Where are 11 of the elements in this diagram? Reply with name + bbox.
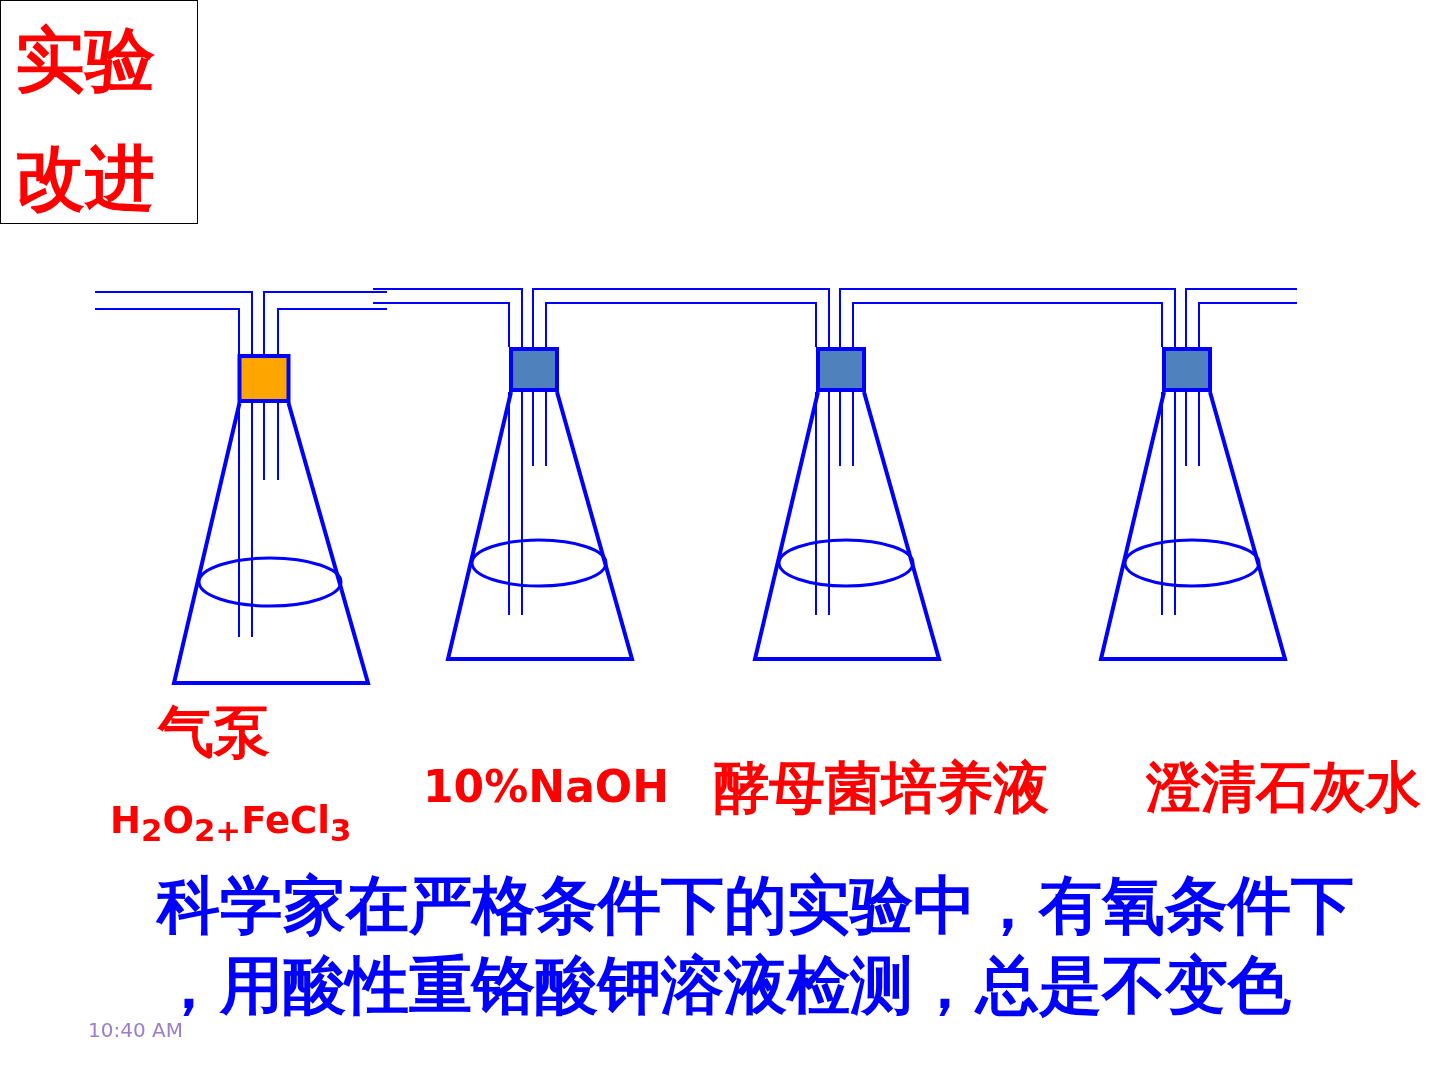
heading-box: 实验改进 <box>0 0 198 224</box>
flask-label: H$_{2}$O$_{2+}$FeCl$_{3}$ <box>110 800 352 849</box>
flask-label: 10%NaOH <box>423 762 670 813</box>
glass-tube <box>532 288 830 348</box>
flask-label: 酵母菌培养液 <box>713 756 1049 821</box>
glass-tube <box>94 291 253 355</box>
glass-tube <box>263 288 523 355</box>
glass-tube <box>1185 288 1298 348</box>
glass-tube <box>839 288 1176 348</box>
flask-label: 气泵 <box>158 700 270 765</box>
flask-label: 澄清石灰水 <box>1146 756 1421 820</box>
